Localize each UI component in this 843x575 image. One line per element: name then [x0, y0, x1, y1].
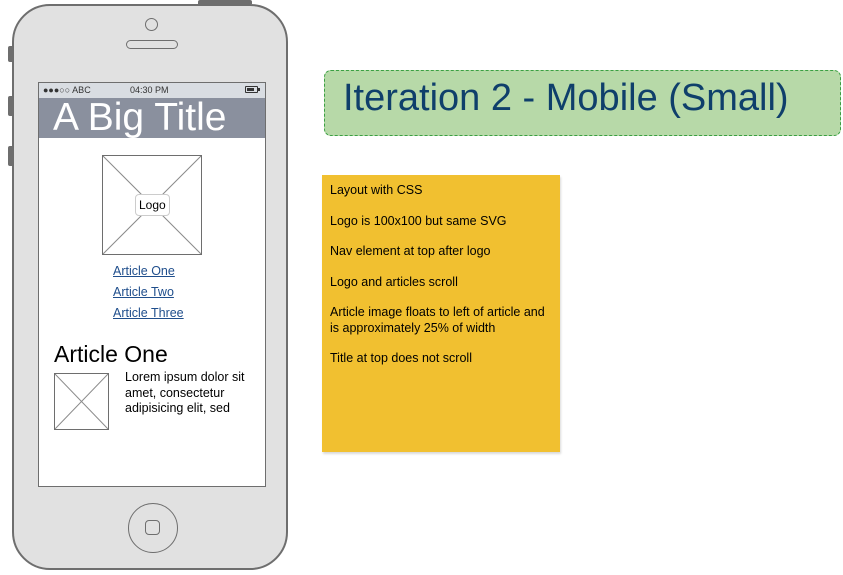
battery-icon — [245, 86, 260, 93]
home-button-square — [145, 520, 160, 535]
logo-placeholder: Logo — [102, 155, 202, 255]
status-bar: ●●●○○ ABC 04:30 PM — [39, 83, 265, 98]
nav-link-article-one[interactable]: Article One — [113, 264, 175, 278]
camera-icon — [145, 18, 158, 31]
phone-power-button — [198, 0, 252, 4]
phone-mute-switch — [8, 46, 12, 62]
iteration-heading: Iteration 2 - Mobile (Small) — [324, 70, 841, 136]
article-body: Lorem ipsum dolor sit amet, consectetur … — [125, 370, 245, 415]
note-item: Article image floats to left of article … — [330, 305, 545, 335]
note-item: Nav element at top after logo — [330, 244, 491, 258]
phone-volume-up-button — [8, 96, 12, 116]
note-item: Logo and articles scroll — [330, 274, 458, 289]
notes-list: Layout with CSS Logo is 100x100 but same… — [330, 183, 555, 382]
phone-frame: ●●●○○ ABC 04:30 PM A Big Title Logo Arti… — [12, 4, 288, 570]
carrier-signal: ●●●○○ ABC — [43, 85, 91, 95]
note-item: Layout with CSS — [330, 183, 423, 197]
nav-link-article-three[interactable]: Article Three — [113, 306, 184, 320]
article-nav: Article One Article Two Article Three — [113, 261, 184, 324]
phone-volume-down-button — [8, 146, 12, 166]
article-title: Article One — [54, 341, 168, 367]
image-placeholder-icon — [55, 374, 108, 429]
note-item: Title at top does not scroll — [330, 351, 472, 365]
iteration-heading-text: Iteration 2 - Mobile (Small) — [343, 77, 789, 119]
note-item: Logo is 100x100 but same SVG — [330, 213, 507, 228]
sticky-note: Layout with CSS Logo is 100x100 but same… — [322, 175, 560, 452]
status-time: 04:30 PM — [130, 85, 169, 95]
article-image-placeholder — [54, 373, 109, 430]
nav-link-article-two[interactable]: Article Two — [113, 285, 174, 299]
home-button — [128, 503, 178, 553]
page-title: A Big Title — [53, 96, 227, 139]
title-bar: A Big Title — [39, 98, 265, 138]
phone-screen: ●●●○○ ABC 04:30 PM A Big Title Logo Arti… — [38, 82, 266, 487]
speaker-icon — [126, 40, 178, 49]
logo-label: Logo — [135, 194, 170, 216]
